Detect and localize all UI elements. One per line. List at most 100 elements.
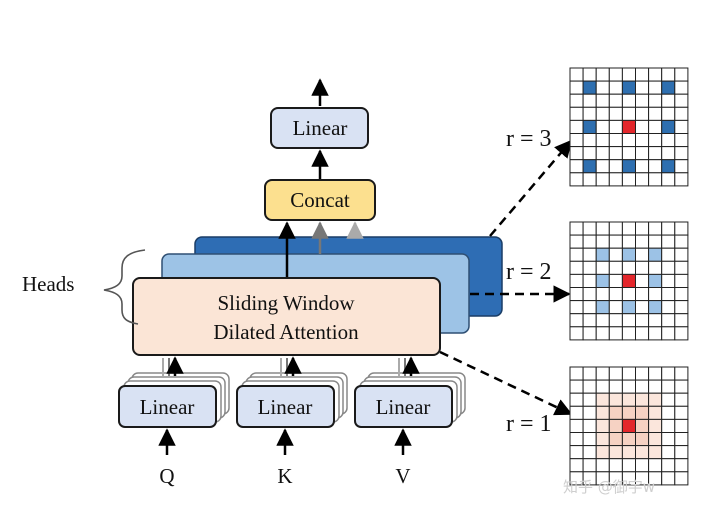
grid-cell: [582, 326, 597, 341]
grid-cell: [595, 260, 610, 275]
attention-label-line2: Dilated Attention: [213, 320, 359, 344]
grid-cell: [569, 133, 584, 148]
grid-cell: [635, 392, 650, 407]
grid-cell: [582, 392, 597, 407]
grid-cell: [661, 287, 676, 302]
grid-cell: [635, 67, 650, 82]
grid-cell: [569, 159, 584, 174]
connector-r1: [439, 350, 573, 416]
grid-cell: [569, 445, 584, 460]
dilated-marker: [623, 301, 635, 313]
grid-cell: [648, 458, 663, 473]
attended-cell: [621, 432, 637, 447]
grid-cell: [674, 418, 689, 433]
grid-cell: [621, 93, 637, 108]
attention-box: [132, 277, 441, 356]
grid-cell: [674, 300, 689, 315]
grid-cell: [621, 445, 637, 460]
grid-cell: [661, 300, 676, 315]
grid-cell: [674, 172, 689, 187]
input-label-k: K: [277, 464, 292, 488]
grid-cell: [648, 119, 663, 135]
grid-cell: [569, 300, 584, 315]
heads-brace: [103, 249, 146, 325]
grid-cell: [674, 67, 689, 82]
grid-cell: [595, 106, 610, 121]
grid-cell: [674, 471, 689, 486]
grid-cell: [661, 471, 676, 486]
grid-cell: [569, 392, 584, 407]
grid-cell: [661, 405, 676, 420]
grid-cell: [569, 418, 584, 433]
grid-cell: [635, 273, 650, 288]
grid-cell: [648, 418, 663, 433]
grid-cell: [582, 106, 597, 121]
grid-cell: [648, 93, 663, 108]
grid-cell: [582, 67, 597, 82]
grid-cell: [569, 287, 584, 302]
attended-cell: [635, 432, 650, 447]
grid-cell: [635, 458, 650, 473]
grid-cell: [648, 445, 663, 460]
grid-cell: [635, 146, 650, 161]
grid-cell: [635, 313, 650, 328]
grid-cell: [569, 260, 584, 275]
grid-cell: [608, 146, 623, 161]
grid-cell: [674, 313, 689, 328]
grid-cell: [674, 326, 689, 341]
grid-cell: [648, 432, 663, 447]
input-label-q: Q: [159, 464, 174, 488]
grid-cell: [582, 405, 597, 420]
input-linear-box: [354, 385, 453, 428]
grid-cell: [635, 379, 650, 394]
grid-cell: [608, 234, 623, 249]
grid-cell: [635, 133, 650, 148]
grid-cell: [674, 458, 689, 473]
grid-cell: [608, 445, 623, 460]
grid-cell: [648, 80, 663, 95]
grid-cell: [595, 67, 610, 82]
attended-cell: [635, 405, 650, 420]
input-linear-label: Linear: [140, 395, 195, 419]
grid-cell: [648, 146, 663, 161]
dilated-marker: [662, 82, 674, 94]
grid-cell: [595, 93, 610, 108]
rate-label-r1: r = 1: [506, 411, 552, 437]
grid-cell: [661, 67, 676, 82]
dilated-marker: [623, 121, 635, 133]
grid-cell: [648, 221, 663, 236]
grid-cell: [582, 432, 597, 447]
grid-cell: [608, 300, 623, 315]
grid-cell: [648, 392, 663, 407]
query-marker: [623, 420, 635, 432]
grid-cell: [582, 445, 597, 460]
grid-cell: [674, 392, 689, 407]
dilated-marker: [662, 160, 674, 172]
grid-cell: [635, 221, 650, 236]
grid-cell: [582, 234, 597, 249]
grid-cell: [674, 106, 689, 121]
grid-cell: [595, 80, 610, 95]
attended-cell: [621, 405, 637, 420]
grid-cell: [608, 326, 623, 341]
grid-cell: [648, 326, 663, 341]
dilated-marker: [649, 249, 661, 261]
grid-cell: [621, 234, 637, 249]
grid-cell: [608, 93, 623, 108]
grid-cell: [635, 300, 650, 315]
grid-cell: [582, 146, 597, 161]
grid-cell: [569, 313, 584, 328]
grid-cell: [582, 221, 597, 236]
grid-cell: [595, 418, 610, 433]
grid-cell: [661, 106, 676, 121]
sliding-window-attention-block: Sliding Window Dilated Attention: [132, 277, 441, 356]
grid-cell: [569, 379, 584, 394]
grid-cell: [674, 247, 689, 262]
grid-cell: [661, 379, 676, 394]
grid-cell: [569, 67, 584, 82]
grid-cell: [635, 93, 650, 108]
grid-cell: [595, 405, 610, 420]
